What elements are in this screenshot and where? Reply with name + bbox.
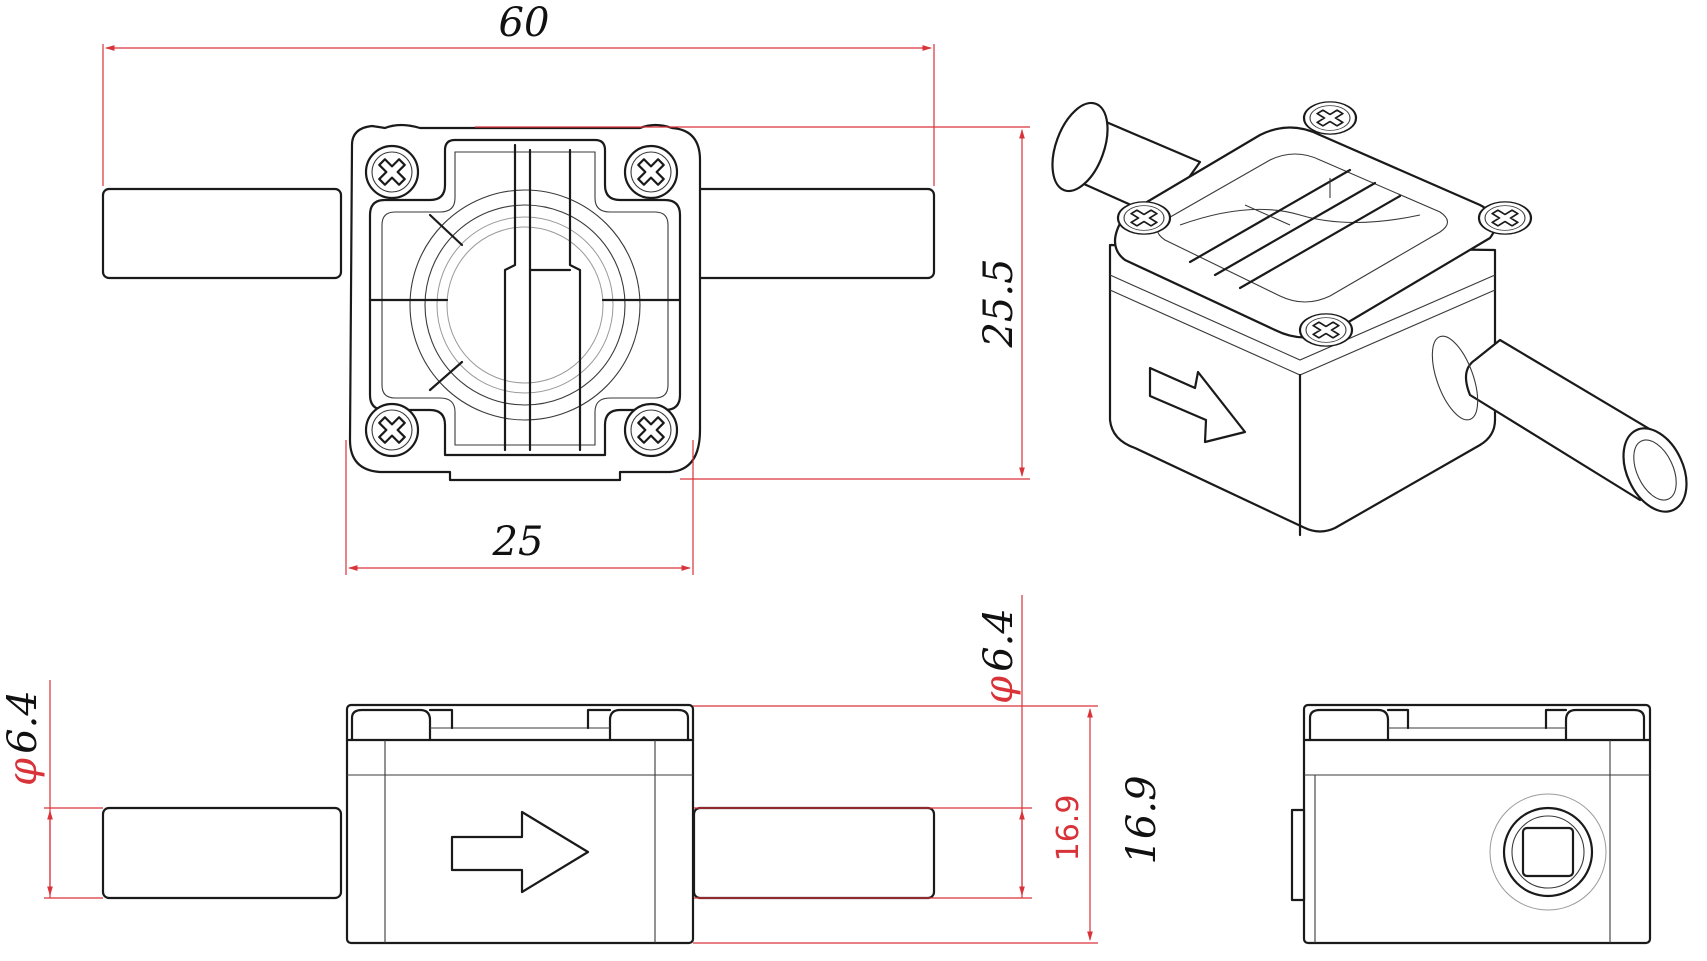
phillips-screw-icon [364, 144, 420, 200]
phillips-screw-icon [1302, 100, 1358, 136]
diameter-symbol-right: φ [976, 676, 1022, 704]
dim-right-pipe: φ 6.4 16.9 [694, 595, 1086, 899]
body-width-label: 25 [492, 519, 544, 565]
phillips-screw-icon [623, 144, 679, 200]
dim-body-height: 16.9 [693, 705, 1165, 944]
right-pipe [686, 187, 936, 280]
iso-top-cap [1113, 126, 1497, 339]
left-pipe-diameter-label: 6.4 [0, 690, 46, 754]
diameter-symbol-left: φ [0, 758, 46, 786]
phillips-screw-icon [1116, 200, 1172, 236]
front-body [345, 703, 695, 945]
side-view [1290, 703, 1652, 945]
isometric-view [1051, 100, 1688, 537]
flow-arrow-icon [450, 810, 590, 894]
phillips-screw-icon [623, 402, 679, 458]
front-view [101, 703, 936, 945]
dim-body-width: 25 [345, 440, 694, 575]
body-height-label: 16.9 [1119, 775, 1165, 864]
overall-length-label: 60 [499, 0, 550, 46]
phillips-screw-icon [1298, 312, 1354, 348]
body-outline [348, 123, 702, 482]
left-pipe [101, 187, 343, 280]
phillips-screw-icon [364, 402, 420, 458]
dim-overall-length: 60 [102, 0, 935, 186]
phillips-screw-icon [1477, 200, 1533, 236]
flow-arrow-icon [1148, 366, 1247, 444]
body-depth-label: 25.5 [976, 258, 1022, 348]
dim-body-depth: 25.5 [475, 126, 1030, 480]
pipe-offset-label: 16.9 [1051, 795, 1086, 862]
top-view [101, 123, 936, 482]
dim-left-pipe-diameter: φ 6.4 [0, 680, 103, 899]
right-pipe-diameter-label: 6.4 [976, 608, 1022, 672]
